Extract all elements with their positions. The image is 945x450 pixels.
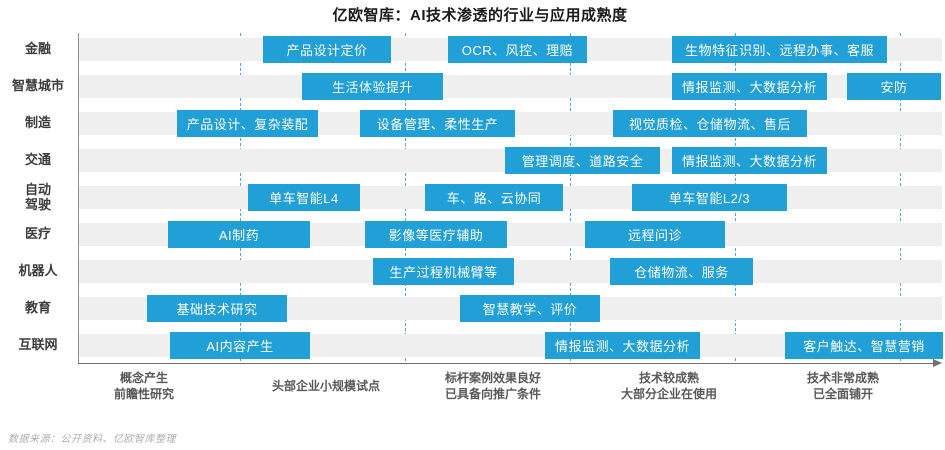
application-bar: 生产过程机械臂等	[373, 258, 514, 285]
application-bar: 远程问诊	[585, 221, 725, 248]
application-bar: 基础技术研究	[147, 295, 287, 322]
row-label-5: 自动 驾驶	[24, 181, 51, 212]
application-bar: 车、路、云协同	[425, 184, 563, 211]
application-bar: 产品设计定价	[263, 36, 391, 63]
source-note: 数据来源：公开资料、亿欧智库整理	[8, 434, 176, 445]
application-bar: AI制药	[168, 221, 310, 248]
application-bar: 单车智能L2/3	[632, 184, 787, 211]
axis-arrow-icon	[933, 359, 942, 367]
application-bar: OCR、风控、理赔	[448, 36, 587, 63]
application-bar: 仓储物流、服务	[610, 258, 753, 285]
stage-label-5: 技术非常成熟 已全面铺开	[806, 371, 880, 401]
application-bar: 情报监测、大数据分析	[672, 73, 827, 100]
application-bar: 情报监测、大数据分析	[545, 332, 700, 359]
application-bar: 智慧教学、评价	[460, 295, 600, 322]
application-bar: 客户触达、智慧营销	[785, 332, 943, 359]
row-label-9: 互联网	[18, 337, 58, 353]
application-bar: 情报监测、大数据分析	[672, 147, 827, 174]
x-axis-line	[78, 363, 934, 364]
row-label-1: 金融	[24, 41, 51, 57]
row-label-7: 机器人	[18, 263, 58, 279]
y-axis-line	[78, 33, 79, 363]
row-label-3: 制造	[24, 115, 51, 131]
row-label-2: 智慧城市	[11, 78, 64, 94]
application-bar: 视觉质检、仓储物流、售后	[613, 110, 807, 137]
application-bar: 设备管理、柔性生产	[360, 110, 515, 137]
application-bar: 生物特征识别、远程办事、客服	[672, 36, 887, 63]
page-title: 亿欧智库：AI技术渗透的行业与应用成熟度	[332, 7, 628, 24]
application-bar: 产品设计、复杂装配	[177, 110, 318, 137]
stage-label-1: 概念产生 前瞻性研究	[113, 371, 175, 401]
row-label-8: 教育	[24, 300, 51, 316]
application-bar: 安防	[847, 73, 941, 100]
application-bar: 生活体验提升	[302, 73, 443, 100]
stage-label-2: 头部企业小规模试点	[271, 379, 381, 394]
application-bar: 单车智能L4	[248, 184, 360, 211]
application-bar: 影像等医疗辅助	[365, 221, 507, 248]
application-bar: AI内容产生	[170, 332, 310, 359]
row-label-6: 医疗	[24, 226, 51, 242]
row-label-4: 交通	[24, 152, 51, 168]
stage-label-4: 技术较成熟 大部分企业在使用	[620, 371, 718, 401]
application-bar: 管理调度、道路安全	[505, 147, 660, 174]
stage-label-3: 标杆案例效果良好 已具备向推广条件	[444, 371, 542, 401]
